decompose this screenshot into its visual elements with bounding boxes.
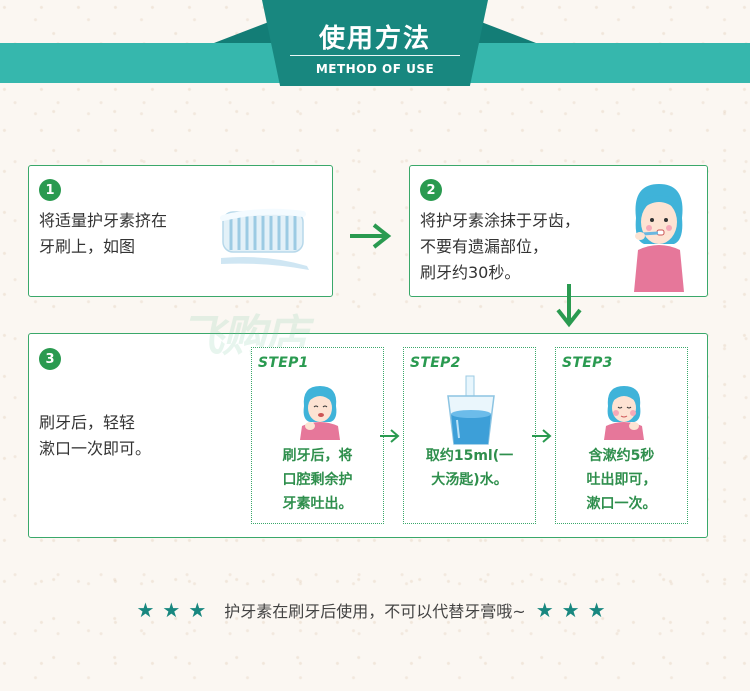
step-3-text: 刷牙后，轻轻 漱口一次即可。 xyxy=(39,413,152,458)
substep-1-label: STEP1 xyxy=(258,355,309,371)
step-1-text: 将适量护牙素挤在 牙刷上，如图 xyxy=(39,211,168,256)
arrow-right-icon xyxy=(350,223,392,249)
star-icon: ★★★ xyxy=(535,598,614,622)
page-subtitle: METHOD OF USE xyxy=(315,62,435,76)
substep-1-text: 刷牙后，将 口腔剩余护 牙素吐出。 xyxy=(282,448,353,512)
page-title: 使用方法 xyxy=(318,24,431,54)
substep-3-label: STEP3 xyxy=(562,355,613,371)
substep-1-card: STEP1 刷牙后，将 口腔剩余护 牙素吐出。 xyxy=(251,347,384,524)
substep-2-card: STEP2 取约15ml(一 大汤匙)水。 xyxy=(403,347,536,524)
girl-rinsing-icon xyxy=(604,386,644,440)
header-wing-right xyxy=(476,20,536,43)
step-2-number: 2 xyxy=(420,179,442,201)
footer-note: ★★★ 护牙素在刷牙后使用，不可以代替牙膏哦~ ★★★ xyxy=(0,598,750,622)
header-divider xyxy=(290,55,460,56)
arrow-down-icon xyxy=(556,284,582,328)
toothbrush-icon xyxy=(220,208,309,270)
step-1-number: 1 xyxy=(39,179,61,201)
arrow-right-icon xyxy=(380,429,400,443)
step-2-card: 2 将护牙素涂抹于牙齿， 不要有遗漏部位， 刷牙约30秒。 xyxy=(409,165,708,297)
star-icon: ★★★ xyxy=(136,598,215,622)
cup-of-water-icon xyxy=(447,375,495,445)
step-3-number: 3 xyxy=(39,348,61,370)
footer-text: 护牙素在刷牙后使用，不可以代替牙膏哦~ xyxy=(224,602,526,621)
header-wing-left xyxy=(214,20,274,43)
substep-2-text: 取约15ml(一 大汤匙)水。 xyxy=(425,448,514,488)
substep-2-label: STEP2 xyxy=(410,355,461,371)
girl-brushing-teeth-icon xyxy=(634,184,684,292)
girl-spitting-icon xyxy=(300,386,340,440)
arrow-right-icon xyxy=(532,429,552,443)
header-plate xyxy=(262,0,488,86)
substep-3-text: 含漱约5秒 吐出即可， 漱口一次。 xyxy=(586,448,657,512)
substep-3-card: STEP3 含漱约5秒 吐出即可， 漱口一次。 xyxy=(555,347,688,524)
step-2-text: 将护牙素涂抹于牙齿， 不要有遗漏部位， 刷牙约30秒。 xyxy=(420,211,581,282)
step-1-card: 1 将适量护牙素挤在 牙刷上，如图 xyxy=(28,165,333,297)
